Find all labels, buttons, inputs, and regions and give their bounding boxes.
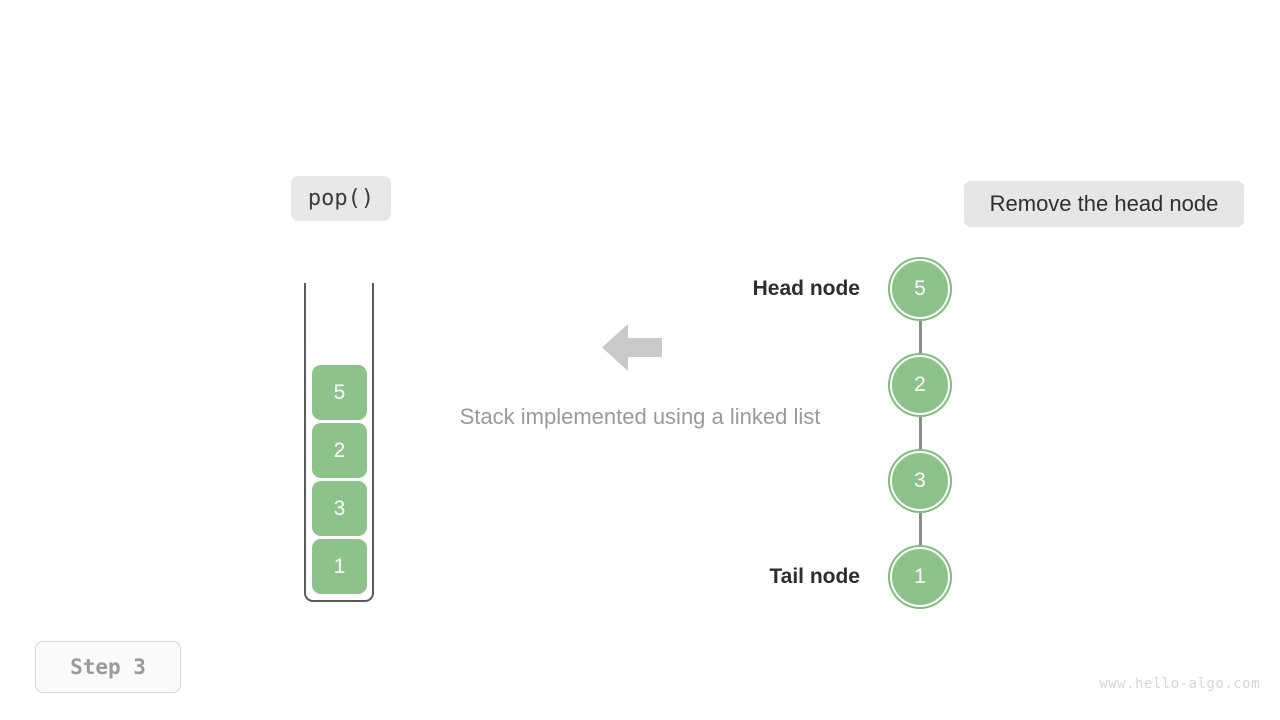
description-label: Remove the head node — [964, 181, 1244, 227]
linked-list: 5 2 3 1 — [820, 250, 1020, 620]
stack-cell: 2 — [312, 423, 367, 478]
stack-container: 5 2 3 1 — [304, 283, 374, 602]
step-badge: Step 3 — [35, 641, 181, 693]
stack-bottom — [304, 568, 374, 602]
watermark: www.hello-algo.com — [1099, 676, 1260, 692]
linked-list-node: 2 — [888, 353, 952, 417]
stack-cell: 3 — [312, 481, 367, 536]
linked-list-node: 1 — [888, 545, 952, 609]
operation-label: pop() — [291, 176, 391, 221]
tail-node-label: Tail node — [769, 565, 860, 588]
head-node-label: Head node — [752, 277, 860, 300]
stack-cell: 1 — [312, 539, 367, 594]
stack-wall-right — [372, 283, 374, 588]
linked-list-node: 5 — [888, 257, 952, 321]
stack-cell-list: 5 2 3 1 — [312, 362, 367, 594]
stack-wall-left — [304, 283, 306, 588]
diagram-caption: Stack implemented using a linked list — [459, 404, 821, 429]
arrow-left-icon — [602, 322, 662, 373]
stack-cell: 5 — [312, 365, 367, 420]
linked-list-node: 3 — [888, 449, 952, 513]
